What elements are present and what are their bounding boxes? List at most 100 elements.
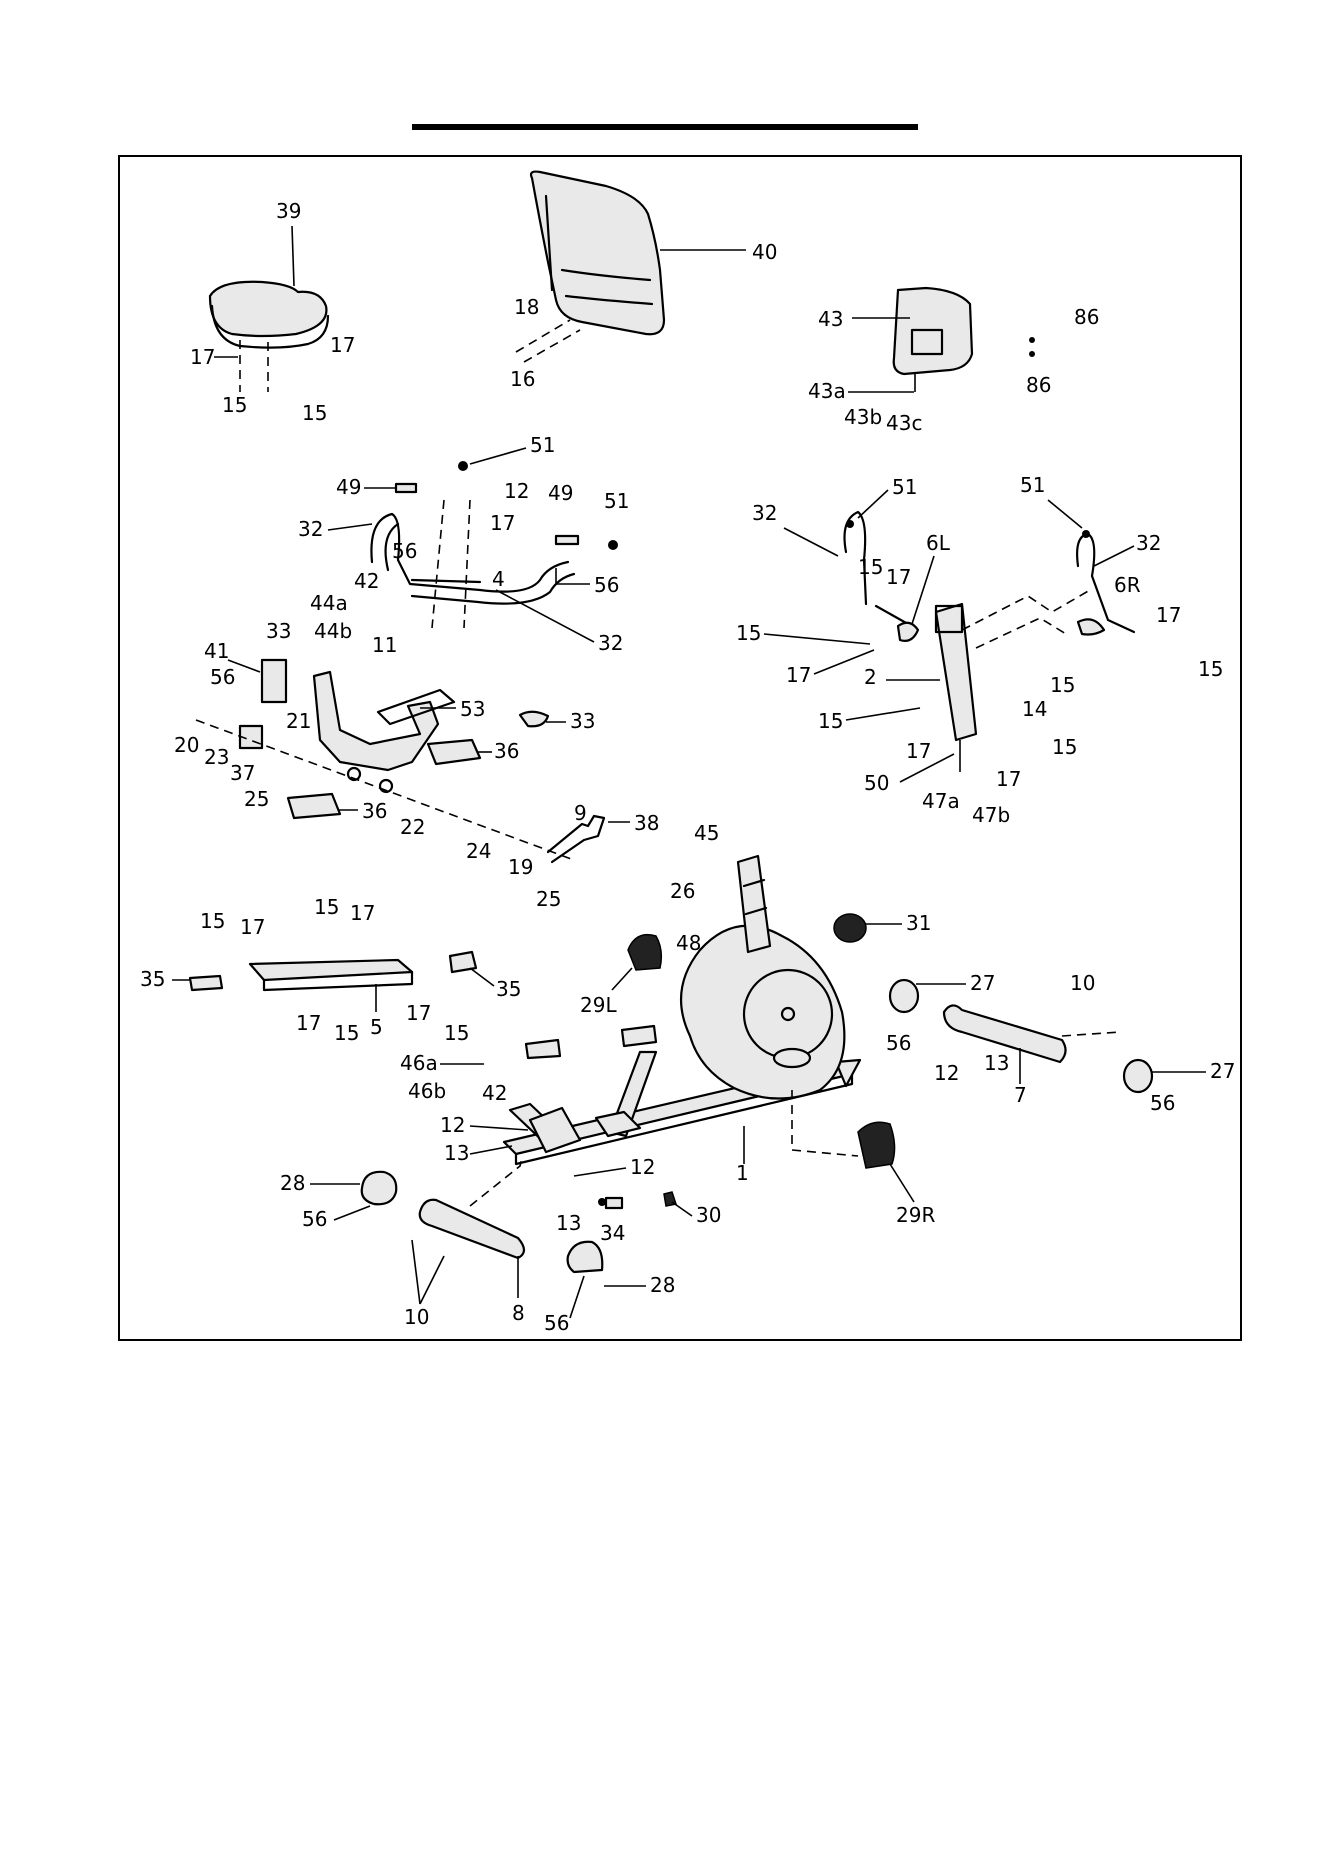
callout-14: 14: [1022, 697, 1047, 721]
callout-32-hp-left: 32: [752, 501, 777, 525]
callout-29R: 29R: [896, 1203, 935, 1227]
callout-56-hb: 56: [392, 539, 417, 563]
callout-13-rear: 13: [984, 1051, 1009, 1075]
callout-23: 23: [204, 745, 229, 769]
callout-17-hb: 17: [490, 511, 515, 535]
callout-37: 37: [230, 761, 255, 785]
callout-15-left: 15: [222, 393, 247, 417]
callout-56-front-a: 56: [302, 1207, 327, 1231]
callout-30: 30: [696, 1203, 721, 1227]
callout-15-stab-b: 15: [314, 895, 339, 919]
callout-33-right: 33: [570, 709, 595, 733]
callout-17-hp-b: 17: [1156, 603, 1181, 627]
callout-15-hp-c: 15: [736, 621, 761, 645]
callout-labels: 39 40 43 86 86 17 17 15 15 18 16 43a 43b…: [140, 199, 1235, 1335]
console-part: [892, 286, 974, 392]
callout-36-top: 36: [494, 739, 519, 763]
callout-56-hb-right: 56: [594, 573, 619, 597]
callout-17-hp-a: 17: [886, 565, 911, 589]
stabilizer-7-part: [888, 978, 1154, 1094]
callout-50: 50: [864, 771, 889, 795]
callout-22: 22: [400, 815, 425, 839]
stabilizer-8-part: [360, 1157, 677, 1274]
callout-15-stab-a: 15: [200, 909, 225, 933]
callout-20: 20: [174, 733, 199, 757]
callout-13-frame-b: 13: [556, 1211, 581, 1235]
callout-25-right: 25: [536, 887, 561, 911]
callout-56-rear-a: 56: [886, 1031, 911, 1055]
main-frame-part: [502, 854, 862, 1166]
callout-49-left: 49: [336, 475, 361, 499]
callout-43a: 43a: [808, 379, 846, 403]
callout-43: 43: [818, 307, 843, 331]
callout-17-stab-d: 17: [406, 1001, 431, 1025]
callout-86-bottom: 86: [1026, 373, 1051, 397]
callout-17-left: 17: [190, 345, 215, 369]
callout-56-seat: 56: [210, 665, 235, 689]
title-rule: [412, 124, 918, 130]
callout-40: 40: [752, 240, 777, 264]
callout-31: 31: [906, 911, 931, 935]
callout-43c: 43c: [886, 411, 922, 435]
callout-56-front-b: 56: [544, 1311, 569, 1335]
callout-27-top: 27: [970, 971, 995, 995]
callout-28-right: 28: [650, 1273, 675, 1297]
callout-15-stab-d: 15: [444, 1021, 469, 1045]
handlebar-post-part: [843, 510, 1136, 772]
callout-10-front: 10: [404, 1305, 429, 1329]
callout-26: 26: [670, 879, 695, 903]
callout-21: 21: [286, 709, 311, 733]
callout-47b: 47b: [972, 803, 1010, 827]
callout-1: 1: [736, 1161, 749, 1185]
callout-15-hp-a: 15: [858, 555, 883, 579]
callout-35-left: 35: [140, 967, 165, 991]
callout-44b: 44b: [314, 619, 352, 643]
callout-86-top: 86: [1074, 305, 1099, 329]
callout-17-hp-e: 17: [996, 767, 1021, 791]
callout-41: 41: [204, 639, 229, 663]
callout-32-hp-right: 32: [1136, 531, 1161, 555]
callout-36-bottom: 36: [362, 799, 387, 823]
callout-4: 4: [492, 567, 505, 591]
stabilizer-5-part: [188, 950, 478, 992]
callout-48: 48: [676, 931, 701, 955]
callout-12-top: 12: [504, 479, 529, 503]
callout-35-right: 35: [496, 977, 521, 1001]
seat-part: [208, 280, 330, 392]
callout-17-hp-c: 17: [786, 663, 811, 687]
callout-6R: 6R: [1114, 573, 1141, 597]
callout-56-rear-b: 56: [1150, 1091, 1175, 1115]
upper-handlebar-part: [370, 461, 618, 629]
tension-knob-part: [833, 913, 867, 943]
callout-15-stab-c: 15: [334, 1021, 359, 1045]
callout-18: 18: [514, 295, 539, 319]
callout-17-hp-d: 17: [906, 739, 931, 763]
callout-7: 7: [1014, 1083, 1027, 1107]
callout-15-hp-f: 15: [1052, 735, 1077, 759]
callout-32-left: 32: [298, 517, 323, 541]
callout-9: 9: [574, 801, 587, 825]
callout-17-stab-b: 17: [350, 901, 375, 925]
callout-51-hp-right: 51: [1020, 473, 1045, 497]
callout-44a: 44a: [310, 591, 348, 615]
callout-15-hp-e: 15: [818, 709, 843, 733]
callout-42-frame: 42: [482, 1081, 507, 1105]
callout-6L: 6L: [926, 531, 951, 555]
callout-53: 53: [460, 697, 485, 721]
callout-17-right: 17: [330, 333, 355, 357]
callout-25-left: 25: [244, 787, 269, 811]
callout-15-hp-b: 15: [1198, 657, 1223, 681]
callout-33-seat: 33: [266, 619, 291, 643]
callout-10-top: 10: [1070, 971, 1095, 995]
callout-28-left: 28: [280, 1171, 305, 1195]
callout-27-bottom: 27: [1210, 1059, 1235, 1083]
callout-51-mid: 51: [604, 489, 629, 513]
callout-51-top: 51: [530, 433, 555, 457]
exploded-view-frame: [118, 155, 1242, 1341]
callout-2: 2: [864, 665, 877, 689]
callout-8: 8: [512, 1301, 525, 1325]
callout-19: 19: [508, 855, 533, 879]
callout-29L: 29L: [580, 993, 617, 1017]
callout-15-hp-d: 15: [1050, 673, 1075, 697]
callout-5: 5: [370, 1015, 383, 1039]
